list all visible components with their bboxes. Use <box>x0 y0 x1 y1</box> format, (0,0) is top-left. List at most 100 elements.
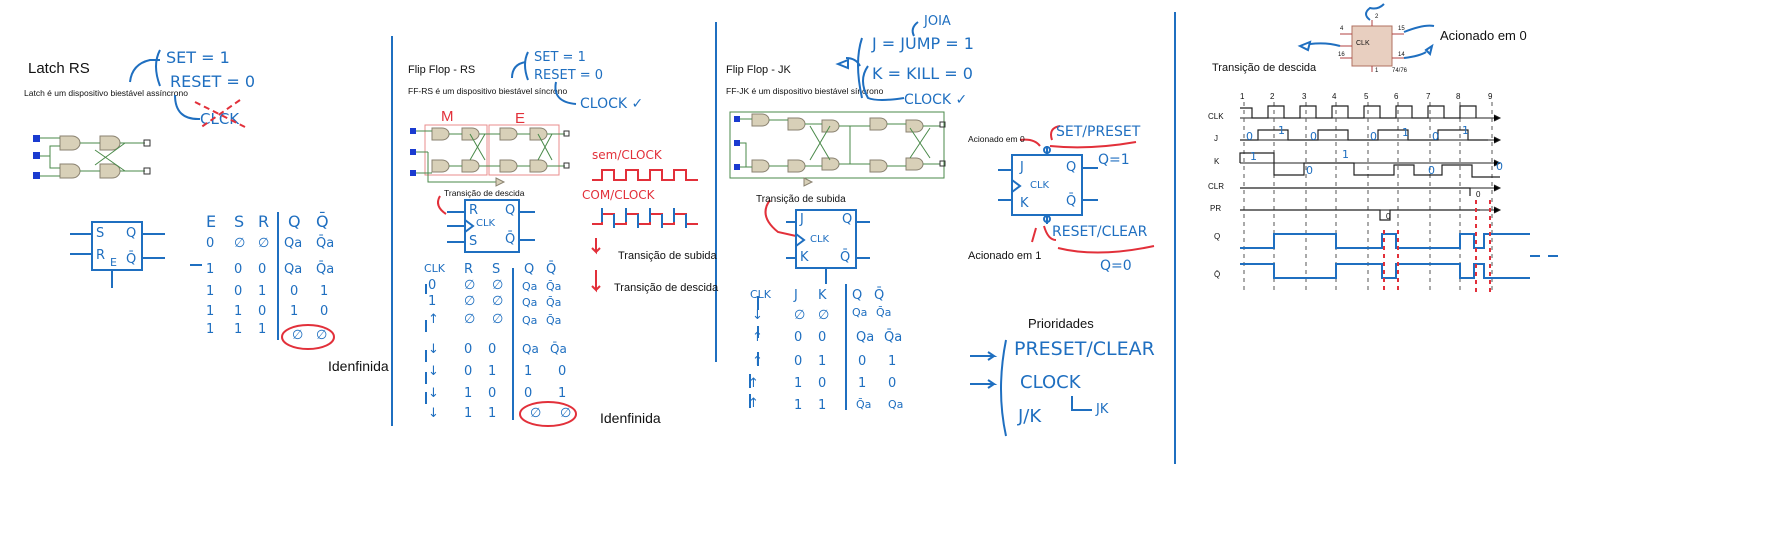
timing-tick-number: 1 <box>1240 92 1245 101</box>
ffjk2-block-q: Q <box>1066 160 1077 175</box>
ffrs-table-cell: 0 <box>558 364 567 379</box>
latch-block-r: R <box>96 248 106 263</box>
ffrs-table-cell: Q̄a <box>546 314 562 327</box>
panel1-title: Latch RS <box>28 60 90 77</box>
ffrs-table-cell: 1 <box>524 364 533 379</box>
latch-block-qbar: Q̄ <box>126 252 137 267</box>
timing-row-label-clr: CLR <box>1208 182 1225 191</box>
chip-pin-label: 16 <box>1338 52 1345 58</box>
falling-edge-label: Transição de descida <box>614 282 719 294</box>
timing-row-label-q: Q <box>1214 232 1221 241</box>
ffjk-table-cell: ∅ <box>794 308 806 323</box>
ffrs-table-cell: 1 <box>488 364 497 379</box>
ffjk-table-header: Q <box>852 288 863 303</box>
j-mark: 0 <box>1246 130 1253 143</box>
latch-table-cell: 1 <box>206 262 215 277</box>
ffjk-table-cell: 1 <box>818 354 827 369</box>
chip-pin-label: 74/76 <box>1392 68 1408 74</box>
latch-table-header: Q̄ <box>316 212 329 231</box>
ffrs-table-header: Q <box>524 262 535 277</box>
ffjk-table-cell: Q̄a <box>876 306 892 319</box>
ffjk-table-header: K <box>818 288 827 303</box>
chip-pin-label: 1 <box>1375 68 1379 74</box>
panel3-note-clock: CLOCK ✓ <box>904 92 968 108</box>
q-equals-zero: Q=0 <box>1100 258 1132 274</box>
j-mark: 0 <box>1432 130 1439 143</box>
panel1-note-set: SET = 1 <box>166 48 230 67</box>
latch-table-cell: 1 <box>206 284 215 299</box>
latch-table-header: Q <box>288 212 301 231</box>
ffrs-table-header: CLK <box>424 262 446 275</box>
latch-table-header: E <box>206 212 217 231</box>
ffjk-block-clk: CLK <box>810 234 830 245</box>
j-mark: 0 <box>1370 130 1377 143</box>
ffrs-table-cell: ∅ <box>560 406 572 421</box>
latch-table-header: S <box>234 212 245 231</box>
ffjk-table-cell: 0 <box>794 330 803 345</box>
latch-table-cell: 0 <box>258 304 267 319</box>
ffrs-table-cell: 1 <box>464 386 473 401</box>
q-equals-one: Q=1 <box>1098 152 1130 168</box>
j-mark: 1 <box>1402 126 1409 139</box>
ffjk-table-header: CLK <box>750 288 772 301</box>
latch-table-cell: 0 <box>206 236 215 251</box>
timing-row-label-pr: PR <box>1210 204 1222 213</box>
ffrs-table-cell: Q̄a <box>546 296 562 309</box>
panel3-note-kill: K = KILL = 0 <box>872 64 973 83</box>
latch-table-cell: ∅ <box>316 328 328 343</box>
ffjk-table-cell: ∅ <box>818 308 830 323</box>
panel2-note-clock: CLOCK ✓ <box>580 96 644 112</box>
ffrs-table-cell: 1 <box>488 406 497 421</box>
ffjk-block-caption: Transição de subida <box>756 194 846 205</box>
latch-table-cell: 1 <box>290 304 299 319</box>
ffrs-table-header: S <box>492 262 501 277</box>
ffjk-table-cell: Qa <box>856 330 875 345</box>
chip-clk-label: CLK <box>1356 40 1370 47</box>
ffrs-table-cell: 0 <box>464 364 473 379</box>
ffjk-table-cell: 1 <box>888 354 897 369</box>
latch-table-cell: ∅ <box>234 236 246 251</box>
ffrs-table-cell: ↓ <box>428 364 439 379</box>
timing-row-label-j: J <box>1214 134 1218 143</box>
latch-table-cell: Q̄a <box>316 262 335 277</box>
ffrs-block-clk: CLK <box>476 218 496 229</box>
ffjk-table-cell: 1 <box>818 398 827 413</box>
latch-table-cell: 0 <box>320 304 329 319</box>
latch-table-cell: 1 <box>206 322 215 337</box>
latch-table-cell: 1 <box>258 284 267 299</box>
latch-table-cell: Q̄a <box>316 236 335 251</box>
panel-divider-3 <box>1174 12 1176 464</box>
latch-table-cell: ∅ <box>292 328 304 343</box>
j-mark: 1 <box>1462 124 1469 137</box>
timing-tick-number: 7 <box>1426 92 1431 101</box>
chip-pin-label: 15 <box>1398 26 1405 32</box>
ffrs-table-cell: Q̄a <box>550 342 567 356</box>
k-mark: 0 <box>1306 164 1313 177</box>
ffrs-table-cell: 0 <box>524 386 533 401</box>
timing-caption-falling: Transição de descida <box>1212 62 1317 74</box>
timing-tick-number: 9 <box>1488 92 1493 101</box>
panel-divider-1 <box>391 36 393 426</box>
ffrs-table-cell: Qa <box>522 296 538 309</box>
ffjk-table-cell: Qa <box>888 398 904 411</box>
panel2-subtitle: FF-RS é um dispositivo biestável síncron… <box>408 86 568 96</box>
ffjk-table-cell: ↓ <box>752 308 763 323</box>
latch-table-cell: 1 <box>320 284 329 299</box>
ffjk-table-cell: 0 <box>818 330 827 345</box>
ffrs-table-header: R <box>464 262 474 277</box>
ffjk-block-k: K <box>800 250 809 265</box>
ffrs-table-cell: ∅ <box>464 294 476 309</box>
panel3-note-joia: JOIA <box>924 14 951 29</box>
latch-table-cell: Qa <box>284 236 303 251</box>
latch-table-header: R <box>258 212 270 231</box>
ffrs-table-cell: ∅ <box>530 406 542 421</box>
set-preset-label: SET/PRESET <box>1056 124 1141 140</box>
timing-row-label-clk: CLK <box>1208 112 1224 121</box>
latch-table-cell: 1 <box>234 322 243 337</box>
panel1-note-clck: CLCK <box>200 110 240 128</box>
stage-label-master: M <box>441 108 454 125</box>
priority-item: CLOCK <box>1020 372 1081 393</box>
k-mark: 0 <box>1496 160 1503 173</box>
latch-table-cell: 0 <box>290 284 299 299</box>
